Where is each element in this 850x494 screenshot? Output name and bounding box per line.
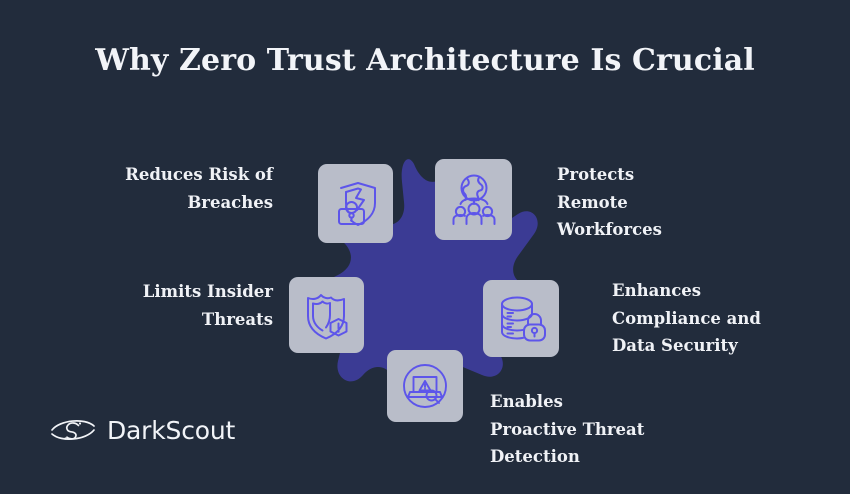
database-lock-icon (500, 296, 546, 342)
laptop-threat-scan-icon (403, 364, 447, 408)
globe-people-icon (452, 174, 495, 225)
benefit-label-compliance: Enhances Compliance and Data Security (612, 281, 761, 356)
icon-card-compliance[interactable] (483, 280, 559, 357)
broken-shield-lock-icon (337, 181, 376, 226)
icon-card-breaches[interactable] (318, 164, 393, 243)
benefit-label-threat-detection: Enables Proactive Threat Detection (490, 392, 645, 467)
brand-name: DarkScout (107, 415, 236, 445)
benefit-label-insider-threats: Limits Insider Threats (142, 282, 273, 329)
benefit-label-remote-workforce: Protects Remote Workforces (557, 165, 662, 240)
brand-logo: DarkScout (50, 413, 235, 447)
icon-card-threat-detection[interactable] (387, 350, 463, 422)
shield-alert-icon (306, 294, 347, 340)
eye-logo-icon (51, 420, 95, 440)
icon-card-remote-workforce[interactable] (435, 159, 512, 240)
page-title: Why Zero Trust Architecture Is Crucial (95, 43, 755, 78)
icon-card-insider-threats[interactable] (289, 277, 364, 353)
benefit-label-breaches: Reduces Risk of Breaches (125, 165, 273, 212)
